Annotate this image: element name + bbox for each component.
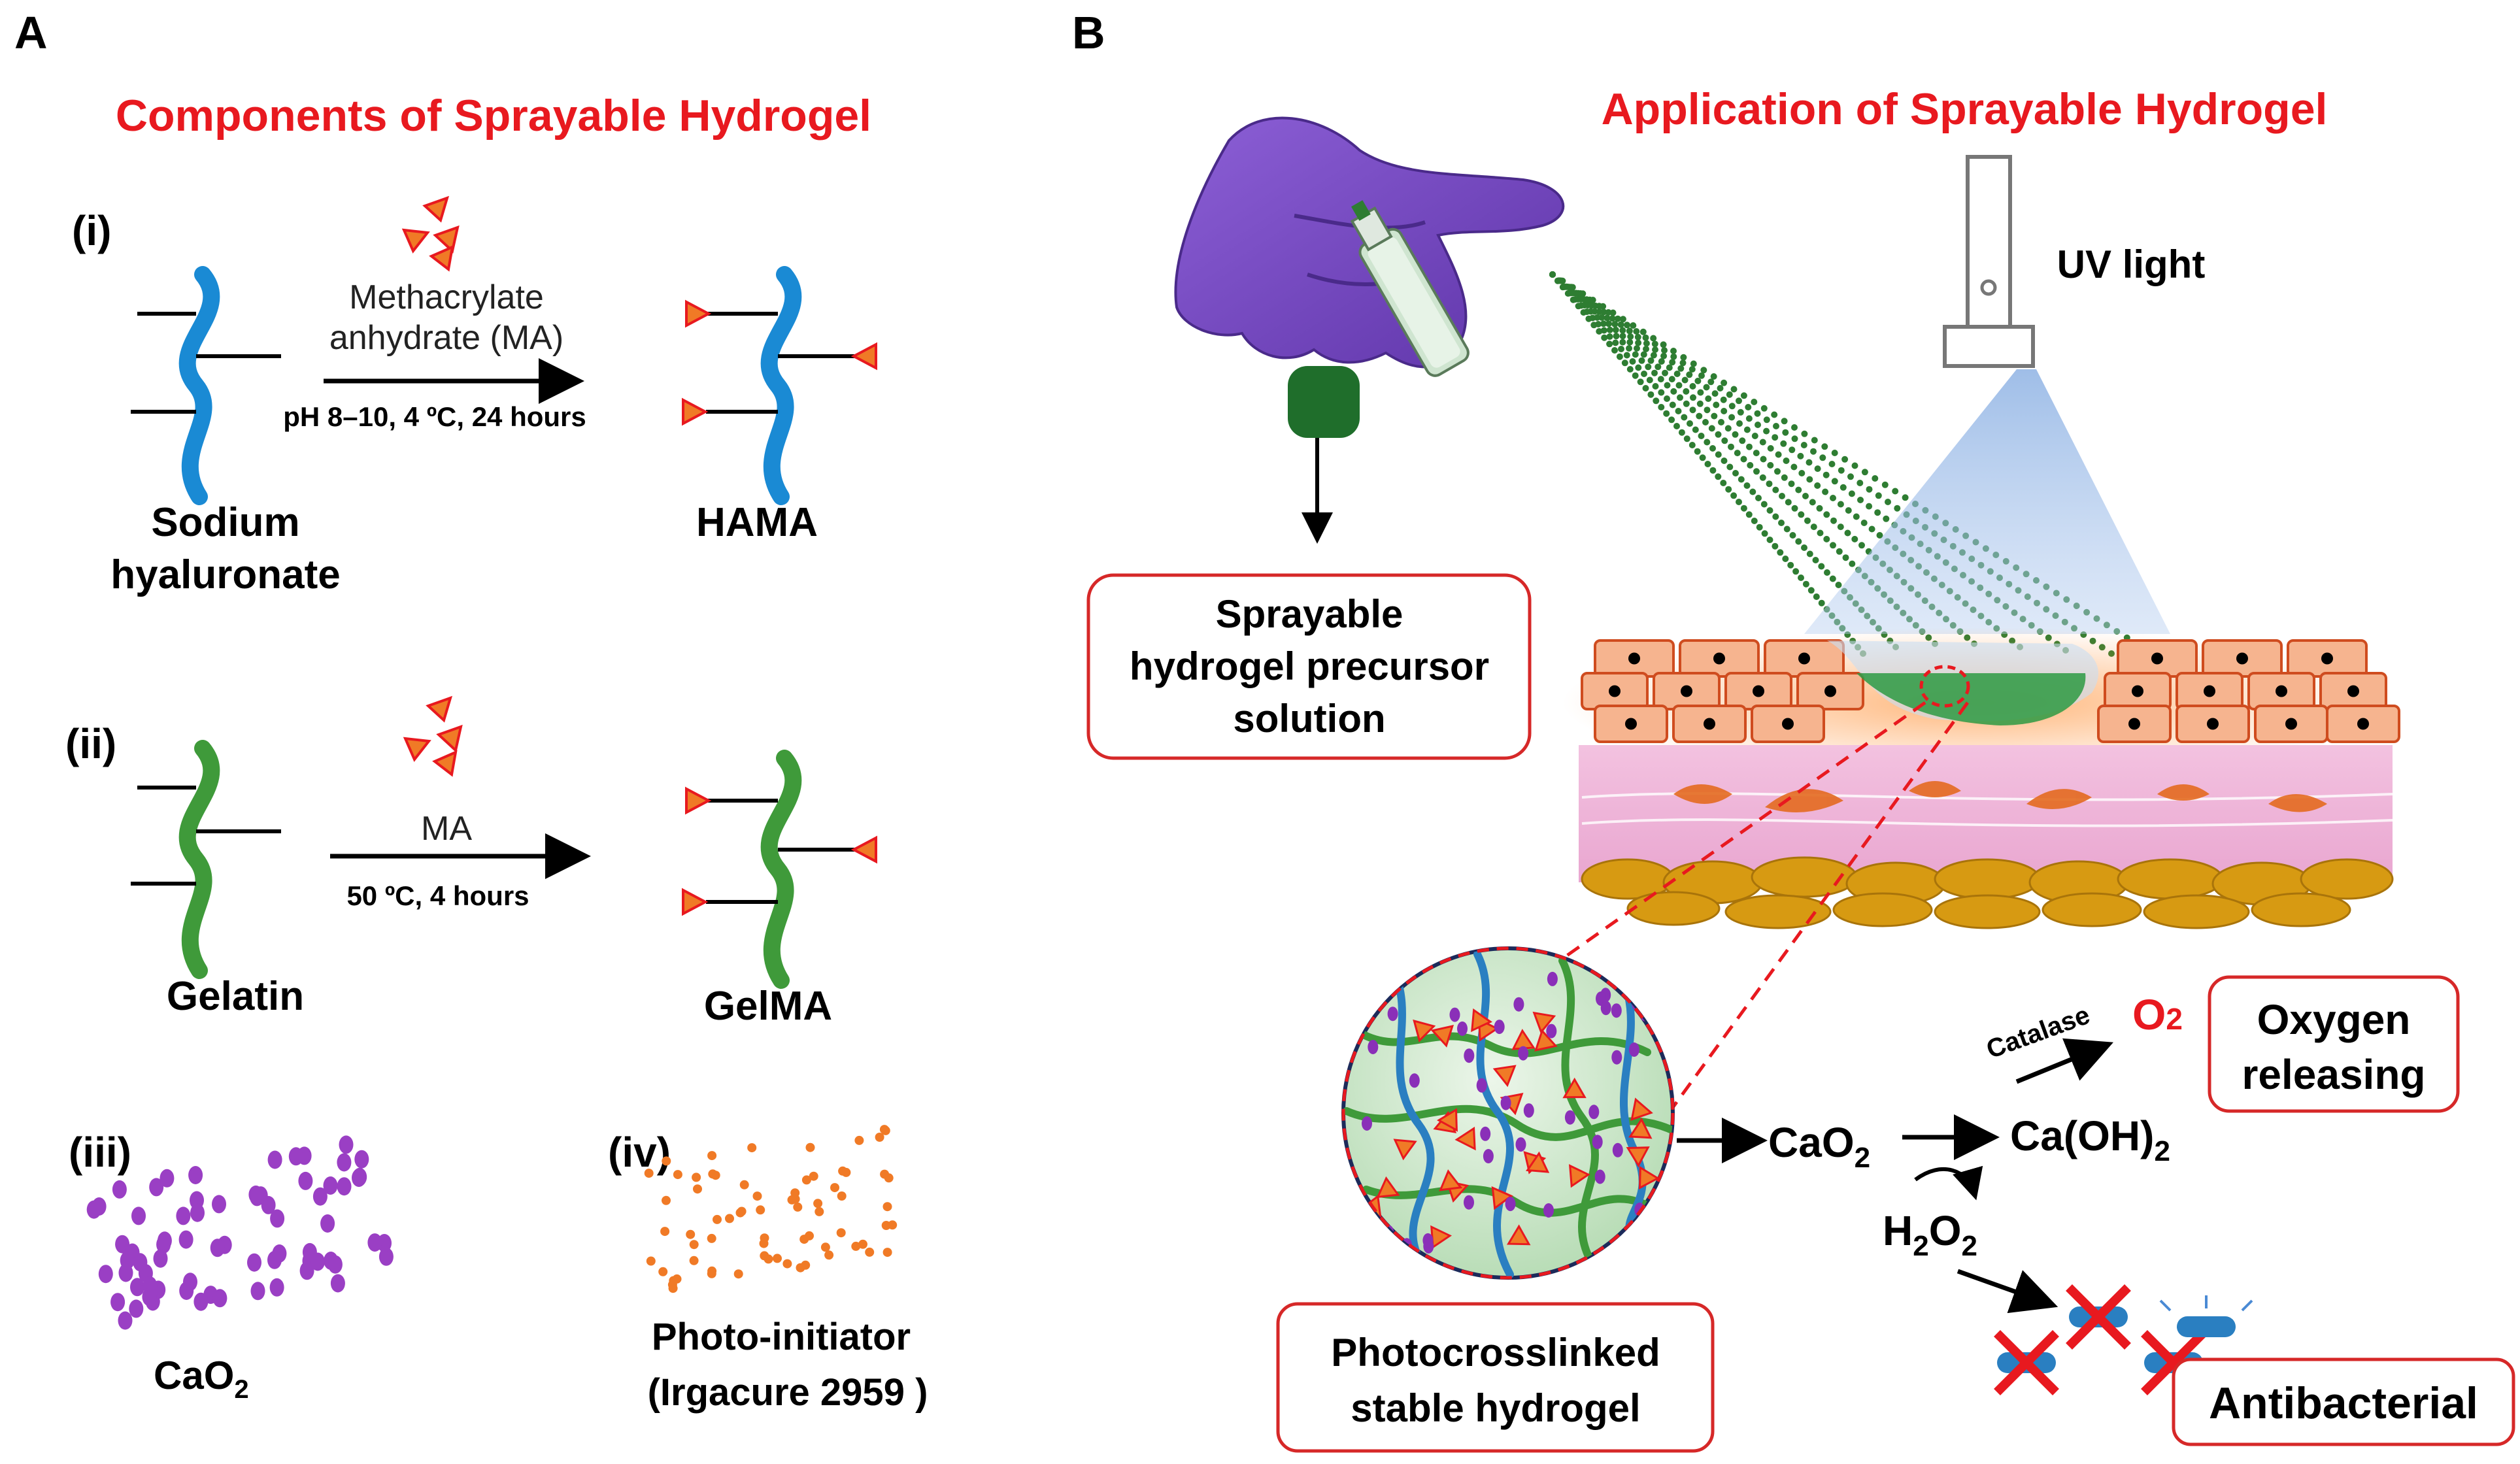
step-iv-label: (iv) bbox=[608, 1129, 671, 1176]
cao2-name-main: CaO bbox=[154, 1354, 234, 1397]
cao2-label-sub: 2 bbox=[1855, 1142, 1870, 1174]
oxygen-box bbox=[2208, 975, 2460, 1113]
step-ii-label: (ii) bbox=[65, 720, 116, 767]
step-i-label: (i) bbox=[72, 207, 111, 254]
step-iii-label: (iii) bbox=[69, 1129, 131, 1176]
panel-a-title: Components of Sprayable Hydrogel bbox=[116, 91, 871, 141]
panel-b-title: Application of Sprayable Hydrogel bbox=[1602, 84, 2328, 134]
hama-chain bbox=[682, 266, 877, 505]
oxygen-line2: releasing bbox=[2242, 1051, 2425, 1098]
precursor-line3: solution bbox=[1233, 697, 1385, 740]
conditions-ii: 50 ºC, 4 hours bbox=[346, 880, 529, 911]
o2-sub: 2 bbox=[2166, 1002, 2183, 1036]
arrow-to-o2 bbox=[2015, 1038, 2113, 1084]
stable-hydrogel-box bbox=[1276, 1302, 1715, 1453]
reactant-ii: Gelatin bbox=[167, 974, 304, 1019]
zoom-line-right bbox=[1668, 701, 1970, 1112]
reactant-i-line1: Sodium bbox=[151, 500, 299, 545]
product-i: HAMA bbox=[696, 500, 818, 545]
reactant-i-line2: hyaluronate bbox=[110, 552, 340, 597]
precursor-box bbox=[1086, 573, 1532, 760]
caoh2-label-sub: 2 bbox=[2154, 1135, 2170, 1167]
h2o2-o: O bbox=[1929, 1207, 1962, 1254]
o2-main: O bbox=[2132, 990, 2166, 1039]
stable-line1: Photocrosslinked bbox=[1331, 1331, 1660, 1374]
initiator-line1: Photo-initiator bbox=[652, 1316, 911, 1358]
hyaluronate-chain bbox=[131, 266, 281, 505]
h2o2-label: H2O2 bbox=[1883, 1207, 1977, 1262]
caoh2-label-main: Ca(OH) bbox=[2010, 1112, 2154, 1159]
antibacterial-box bbox=[2172, 1357, 2515, 1446]
cao2-label-main: CaO bbox=[1768, 1119, 1855, 1166]
precursor-line2: hydrogel precursor bbox=[1130, 644, 1489, 688]
hydrogel-network-zoom bbox=[1341, 946, 1675, 1280]
ma-triangles-ii bbox=[403, 695, 463, 777]
gelma-chain bbox=[682, 750, 877, 989]
reagent-i-line1: Methacrylate bbox=[349, 278, 544, 316]
epidermis-cells bbox=[1581, 639, 2400, 743]
ma-triangles-i bbox=[401, 195, 460, 272]
cao2-label: CaO2 bbox=[1768, 1119, 1870, 1174]
conditions-i: pH 8–10, 4 ºC, 24 hours bbox=[283, 401, 586, 432]
spray-droplets bbox=[1549, 271, 2160, 660]
cao2-particles bbox=[86, 1135, 394, 1330]
skin-tissue bbox=[1562, 627, 2400, 929]
precursor-line1: Sprayable bbox=[1216, 592, 1403, 636]
panel-a-letter: A bbox=[14, 7, 48, 58]
cao2-name: CaO2 bbox=[154, 1354, 249, 1404]
panel-b-letter: B bbox=[1072, 7, 1105, 58]
h2o2-sub1: 2 bbox=[1913, 1230, 1928, 1262]
h2o2-sub2: 2 bbox=[1961, 1230, 1977, 1262]
curved-arrow-h2o2 bbox=[1914, 1165, 1983, 1201]
product-ii: GelMA bbox=[704, 984, 832, 1029]
reagent-ii: MA bbox=[421, 810, 472, 848]
reagent-i-line2: anhydrate (MA) bbox=[329, 319, 563, 357]
antibacterial-label: Antibacterial bbox=[2209, 1378, 2478, 1428]
oxygen-line1: Oxygen bbox=[2257, 996, 2411, 1043]
uv-label: UV light bbox=[2057, 242, 2206, 286]
o2-label: O2 bbox=[2132, 990, 2183, 1039]
initiator-line2: (Irgacure 2959 ) bbox=[648, 1371, 928, 1414]
arrow-to-bacteria bbox=[1957, 1269, 2058, 1314]
gelatin-chain bbox=[131, 740, 281, 979]
cao2-name-sub: 2 bbox=[234, 1375, 248, 1404]
bacteria-killed bbox=[1994, 1284, 2253, 1395]
uv-lamp bbox=[1804, 155, 2170, 634]
h2o2-h: H bbox=[1883, 1207, 1913, 1254]
gloved-hand-sprayer bbox=[1174, 116, 1565, 438]
caoh2-label: Ca(OH)2 bbox=[2010, 1112, 2170, 1167]
photoinitiator-particles bbox=[644, 1125, 898, 1293]
stable-line2: stable hydrogel bbox=[1351, 1386, 1640, 1430]
